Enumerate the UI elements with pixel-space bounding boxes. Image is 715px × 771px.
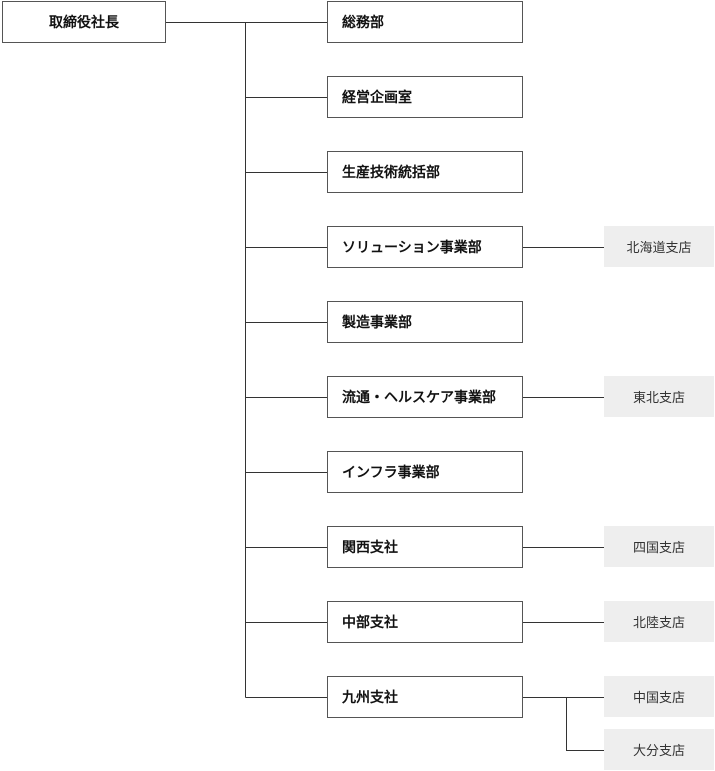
dept-label: 製造事業部 [342, 315, 412, 331]
branch-label: 中国支店 [632, 691, 685, 706]
branch-label: 北陸支店 [632, 616, 685, 631]
dept-label: 流通・ヘルスケア事業部 [342, 390, 496, 406]
dept-label: 経営企画室 [342, 90, 412, 106]
dept-label: インフラ事業部 [342, 465, 440, 481]
dept-label: ソリューション事業部 [342, 240, 482, 256]
branch-label: 北海道支店 [626, 241, 692, 256]
dept-box-solutions: ソリューション事業部 [327, 226, 523, 268]
branch-label: 大分支店 [632, 744, 685, 759]
branch-box-chugoku: 中国支店 [604, 676, 714, 717]
dept-box-general-affairs: 総務部 [327, 1, 523, 43]
branch-box-oita: 大分支店 [604, 729, 714, 770]
dept-box-corporate-planning: 経営企画室 [327, 76, 523, 118]
branch-box-hokuriku: 北陸支店 [604, 601, 714, 642]
branch-label: 東北支店 [632, 391, 685, 406]
dept-box-chubu: 中部支社 [327, 601, 523, 643]
dept-box-infrastructure: インフラ事業部 [327, 451, 523, 493]
branch-label: 四国支店 [632, 541, 685, 556]
dept-box-kyushu: 九州支社 [327, 676, 523, 718]
root-box-president: 取締役社長 [2, 1, 166, 43]
dept-label: 生産技術統括部 [342, 165, 440, 181]
dept-box-production-engineering: 生産技術統括部 [327, 151, 523, 193]
root-label: 取締役社長 [49, 15, 119, 31]
branch-box-tohoku: 東北支店 [604, 376, 714, 417]
dept-label: 関西支社 [342, 540, 398, 556]
dept-label: 総務部 [342, 15, 384, 31]
dept-box-kansai: 関西支社 [327, 526, 523, 568]
dept-box-distribution-healthcare: 流通・ヘルスケア事業部 [327, 376, 523, 418]
branch-box-hokkaido: 北海道支店 [604, 226, 714, 267]
dept-box-manufacturing: 製造事業部 [327, 301, 523, 343]
dept-label: 中部支社 [342, 615, 398, 631]
branch-box-shikoku: 四国支店 [604, 526, 714, 567]
dept-label: 九州支社 [342, 690, 398, 706]
